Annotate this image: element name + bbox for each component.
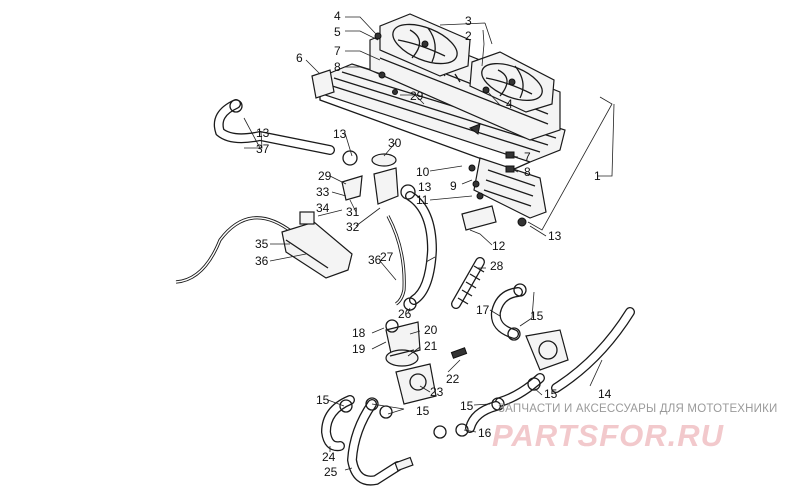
callout-4b: 4 [506,97,513,111]
callout-3: 3 [465,14,472,28]
callout-19: 19 [352,342,366,356]
callout-20: 20 [424,323,438,337]
callout-28: 28 [490,259,504,273]
watermark-tagline: ЗАПЧАСТИ И АКСЕССУАРЫ ДЛЯ МОТОТЕХНИКИ [498,403,778,415]
callout-13a: 13 [256,126,270,140]
callout-8b: 8 [524,165,531,179]
callout-36b: 36 [368,253,382,267]
callout-8a: 8 [334,60,341,74]
callout-35: 35 [255,237,269,251]
callout-13d: 13 [548,229,562,243]
callout-1: 1 [594,169,601,183]
thermostat-housing [385,321,468,405]
callout-14: 14 [598,387,612,401]
watermark-logo: PARTSFOR.RU [492,418,725,453]
callout-15b: 15 [544,387,558,401]
hose-14 [551,307,635,393]
hose-25 [346,399,403,486]
fan-right [469,51,555,113]
callout-11: 11 [416,193,429,207]
leader-lines [243,16,615,471]
callout-32: 32 [346,220,360,234]
callout-37: 37 [256,142,270,156]
callout-24: 24 [322,450,336,464]
callout-15c: 15 [460,399,474,413]
fan-left [379,13,471,77]
callout-17: 17 [476,303,490,317]
overflow-tube-36 [175,215,406,306]
callout-21: 21 [424,339,438,353]
callout-23: 23 [430,385,444,399]
callout-29b: 29 [318,169,332,183]
callout-34: 34 [316,201,330,215]
callout-13c: 13 [418,180,432,194]
filler-neck [341,153,399,205]
hose-upper-37 [213,99,335,155]
callout-10: 10 [416,165,430,179]
hose-27 [405,191,438,305]
callout-13b: 13 [333,127,347,141]
callout-15a: 15 [530,309,544,323]
callout-27: 27 [380,250,394,264]
callout-31: 31 [346,205,360,219]
callout-5: 5 [334,25,341,39]
radiator-assembly [311,63,566,219]
callout-18: 18 [352,326,366,340]
callout-22: 22 [446,372,460,386]
bracket [461,205,497,231]
pump-housing [525,329,569,371]
callout-9: 9 [450,179,457,193]
callout-4a: 4 [334,9,341,23]
callout-16: 16 [478,426,492,440]
callout-29a: 29 [410,89,424,103]
hose-clamps [229,99,541,472]
callout-7b: 7 [524,150,531,164]
callout-2: 2 [465,29,472,43]
callout-30: 30 [388,136,402,150]
callout-26: 26 [398,307,412,321]
coolant-reservoir [281,211,353,279]
callout-12: 12 [492,239,506,253]
hose-24 [320,395,355,452]
callout-15e: 15 [416,404,430,418]
callout-25: 25 [324,465,338,479]
callout-labels: 1 2 3 4 4 5 6 7 7 8 8 9 10 11 12 13 13 1… [255,9,612,479]
callout-7a: 7 [334,44,341,58]
callout-36a: 36 [255,254,269,268]
callout-33: 33 [316,185,330,199]
callout-15d: 15 [316,393,330,407]
callout-6: 6 [296,51,303,65]
hose-17 [490,287,523,339]
hose-corrugated-28 [451,257,485,309]
